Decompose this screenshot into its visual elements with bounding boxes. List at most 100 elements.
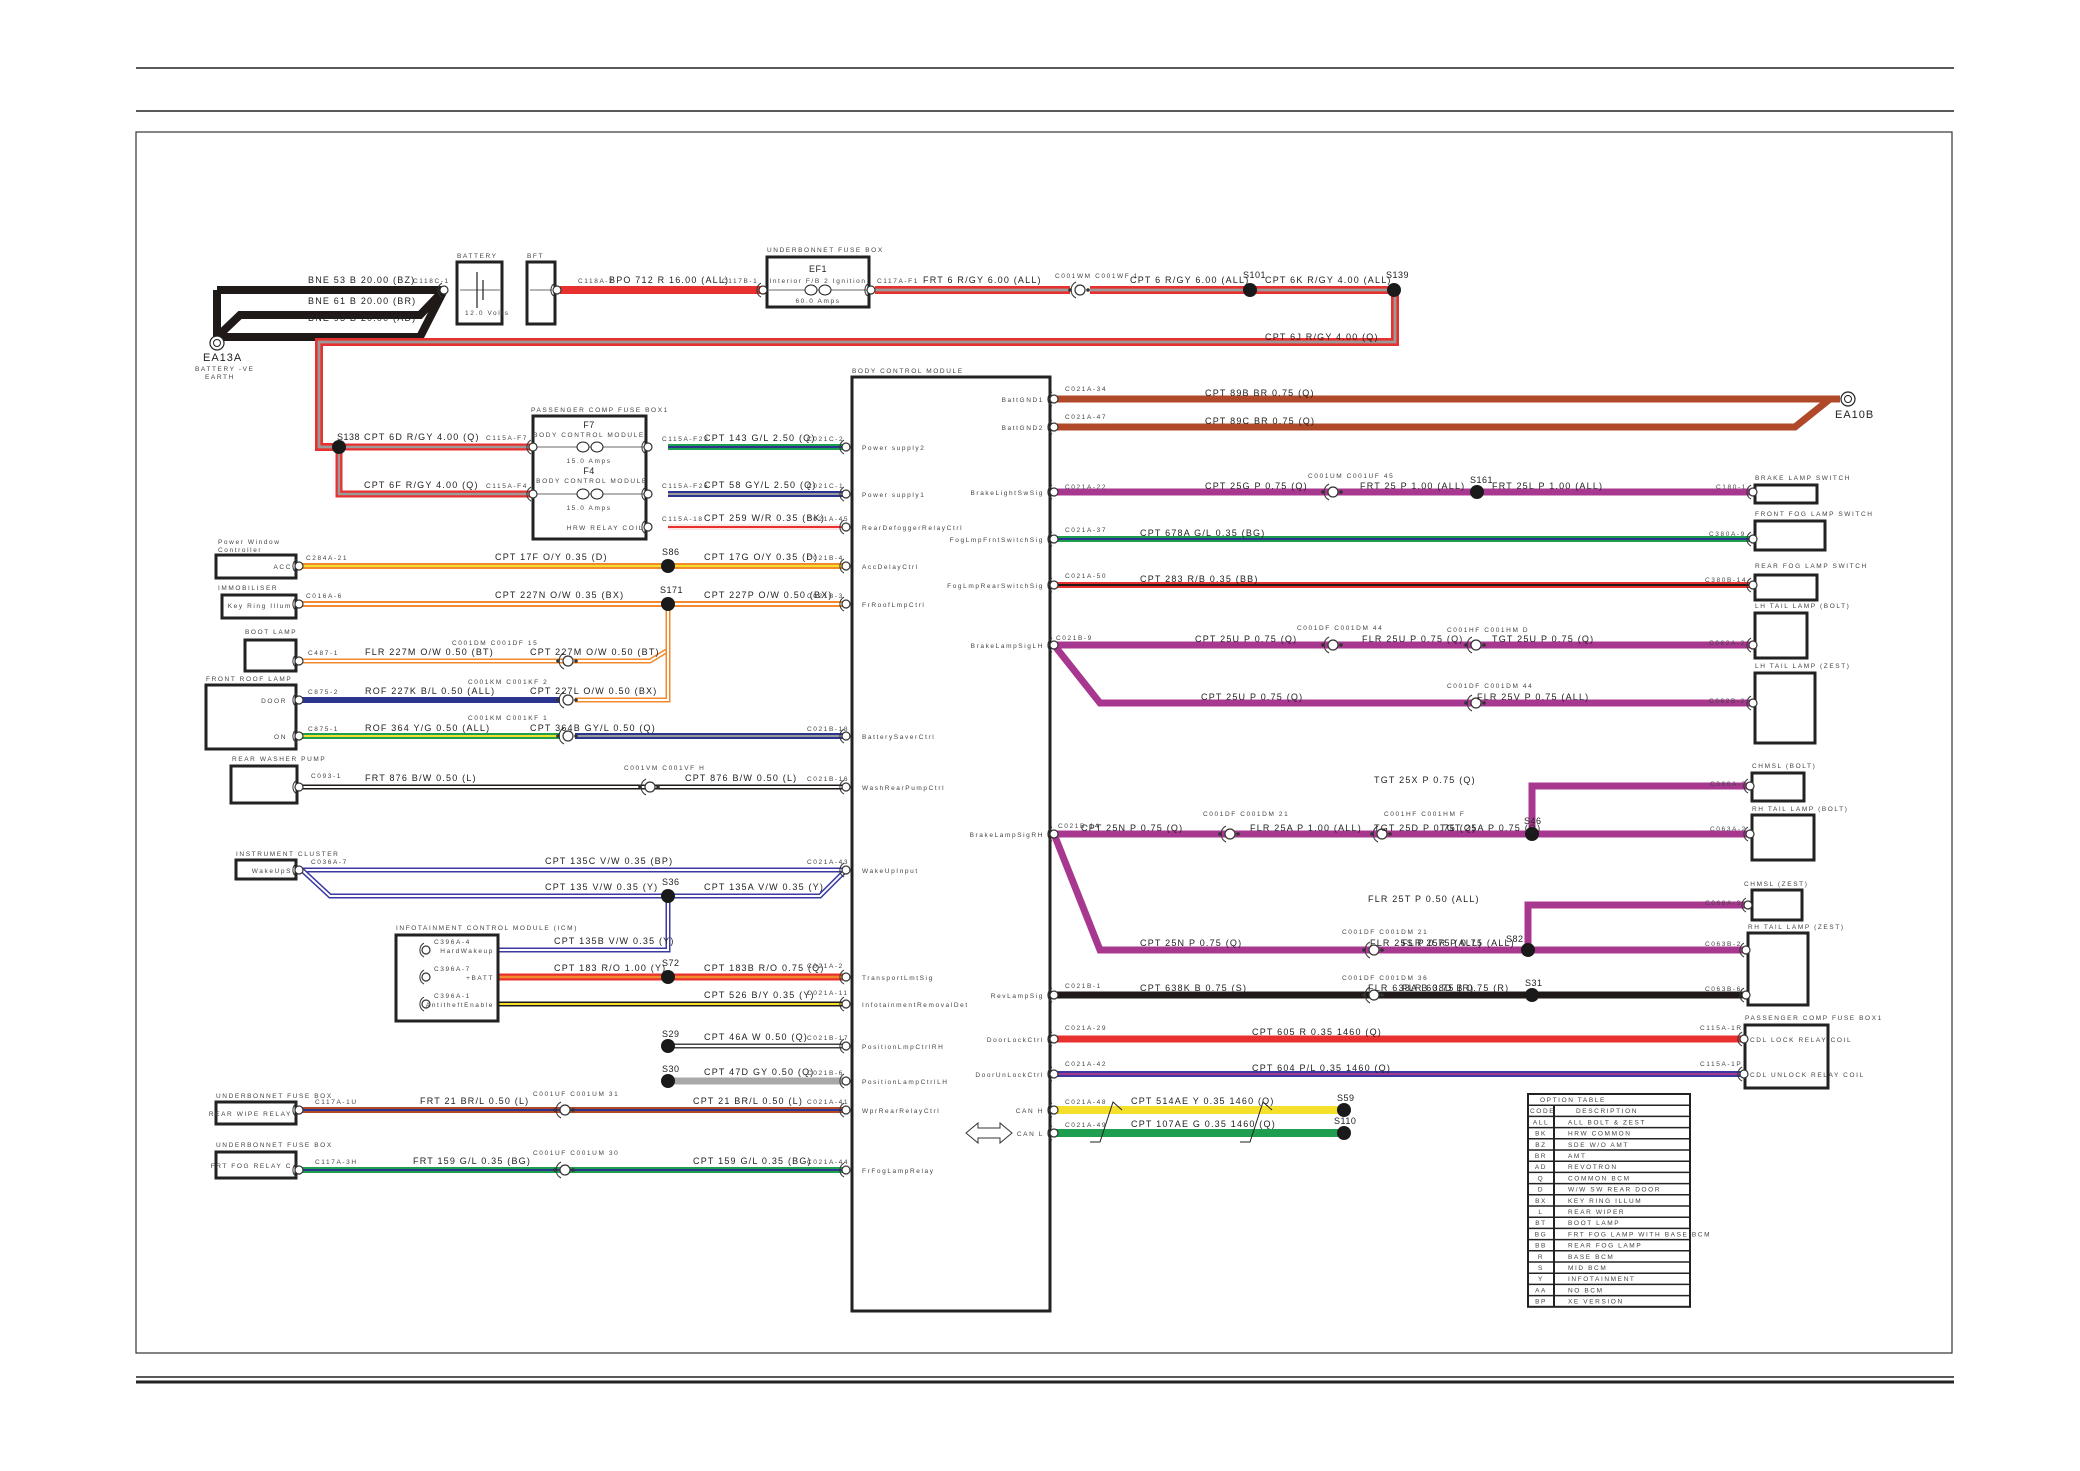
pin-label: AntitheftEnable xyxy=(426,1002,494,1009)
connector-pin xyxy=(839,862,851,878)
connector-label: C115A-F29 xyxy=(662,436,709,443)
connector-pin xyxy=(526,439,538,455)
connector-label: C396A-7 xyxy=(434,966,471,973)
connector-label: C063B-6 xyxy=(1705,986,1742,993)
body-control-module[interactable] xyxy=(850,375,1052,1313)
wire-label-cpt6f: CPT 6F R/GY 4.00 (Q) xyxy=(364,480,479,490)
connector-label: C021B-9 xyxy=(1056,635,1093,642)
wire-135 xyxy=(300,868,848,899)
bcm-pin-wprrearrelayctrl: WprRearRelayCtrl xyxy=(862,1108,940,1115)
rear-washer-pump-box[interactable] xyxy=(229,764,299,805)
connector-label: C180-1 xyxy=(1716,484,1747,491)
underbonnet-fuse-box-ef1[interactable] xyxy=(765,255,871,309)
connector-pin xyxy=(1746,695,1758,711)
wire-bne93b xyxy=(217,288,448,341)
option-table-code: BX xyxy=(1535,1198,1547,1205)
wire-label-flr638a: FLR 638A B 0.75 (R) xyxy=(1368,983,1474,993)
wire-label-cpt227m: CPT 227M O/W 0.50 (BT) xyxy=(530,647,660,657)
connector-label: C118A-2 xyxy=(578,278,614,285)
connector-pin xyxy=(641,439,653,455)
rh-tail-lamp-zest-label: RH TAIL LAMP (ZEST) xyxy=(1748,924,1845,931)
splice-label: S110 xyxy=(1334,1116,1356,1126)
pin-label: REAR WIPE RELAY xyxy=(209,1111,292,1118)
inline-connector xyxy=(1321,636,1343,654)
wire-25u2 xyxy=(1051,642,1750,707)
lh-tail-lamp-bolt-box[interactable] xyxy=(1753,611,1809,660)
wire-label-cpt135a: CPT 135A V/W 0.35 (Y) xyxy=(704,882,824,892)
inline-connector xyxy=(553,1161,575,1179)
bcm-pin-battgnd2: BattGND2 xyxy=(1002,425,1044,432)
wire-label-bpo712: BPO 712 R 16.00 (ALL) xyxy=(609,275,729,285)
connector-pin xyxy=(1047,826,1059,842)
chmsl-bolt-label: CHMSL (BOLT) xyxy=(1752,763,1816,770)
components-layer xyxy=(204,255,1856,1313)
connector-label: C001DF C001DM 21 xyxy=(1342,929,1428,936)
passenger-comp-fuse-box-1[interactable] xyxy=(531,414,648,541)
bcm-pin-positionlmpctrlrh: PositionLmpCtrlRH xyxy=(862,1044,944,1051)
connector-pin xyxy=(1047,484,1059,500)
splice-label: S31 xyxy=(1525,978,1543,988)
brake-lamp-switch-box[interactable] xyxy=(1753,483,1819,505)
connector-pin xyxy=(1047,391,1059,407)
bcm-pin-foglmprearswitchsig: FogLmpRearSwitchSig xyxy=(947,583,1044,590)
inline-connector xyxy=(1321,483,1343,501)
connector-pin xyxy=(839,969,851,985)
splice-s171 xyxy=(661,597,675,611)
connector-label: C036A-7 xyxy=(311,859,348,866)
rear-fog-lamp-switch-box[interactable] xyxy=(1753,573,1819,602)
option-table-code: D xyxy=(1538,1187,1544,1194)
connector-label: C284A-21 xyxy=(306,555,348,562)
connector-label: C001DM C001DF 15 xyxy=(452,640,538,647)
rh-tail-lamp-bolt-label: RH TAIL LAMP (BOLT) xyxy=(1752,806,1849,813)
brake-lamp-switch-label: BRAKE LAMP SWITCH xyxy=(1755,475,1851,482)
passenger-comp-fuse-box-2[interactable] xyxy=(1743,1023,1830,1090)
wire-89c xyxy=(1054,396,1833,431)
pin-label: WakeUpS xyxy=(252,868,292,875)
wire-label-cpt25n: CPT 25N P 0.75 (Q) xyxy=(1081,823,1183,833)
connector-pin xyxy=(839,1102,851,1118)
connector-label: C021B-17 xyxy=(807,1035,849,1042)
wire-25t xyxy=(1524,901,1750,950)
ubfb-frt-fog-box[interactable] xyxy=(214,1150,298,1180)
option-table-desc: NO BCM xyxy=(1568,1287,1604,1294)
option-table-code: BP xyxy=(1535,1299,1547,1306)
inline-connector xyxy=(1362,941,1384,959)
lh-tail-lamp-zest-box[interactable] xyxy=(1753,671,1817,745)
wire-label-cpt604: CPT 604 P/L 0.35 1460 (Q) xyxy=(1252,1063,1391,1073)
rh-tail-lamp-bolt-box[interactable] xyxy=(1750,813,1816,862)
wire-label-cpt227p: CPT 227P O/W 0.50 (BX) xyxy=(704,590,833,600)
wire-label-cpt17g: CPT 17G O/Y 0.35 (D) xyxy=(704,552,818,562)
bcm-pin-frfoglamprelay: FrFogLampRelay xyxy=(862,1168,935,1175)
icm-box[interactable] xyxy=(394,933,500,1023)
fuse-ef1-desc: Interior F/B 2 Ignition xyxy=(769,278,866,285)
fuse-box-label: UNDERBONNET FUSE BOX xyxy=(767,247,884,254)
connector-label: C396A-1 xyxy=(434,993,471,1000)
fuse-f7-desc: BODY CONTROL MODULE xyxy=(533,432,645,439)
battery-box[interactable] xyxy=(455,260,504,326)
connector-label: C063A-2 xyxy=(1710,826,1747,833)
bcm-pin-infotainmentremovaldet: InfotainmentRemovalDet xyxy=(862,1002,969,1009)
connector-label: C001VM C001VF H xyxy=(624,765,705,772)
fuse-f7-rating: 15.0 Amps xyxy=(566,458,611,465)
connector-label: C001WM C001WF 1 xyxy=(1055,273,1139,280)
bft-box[interactable] xyxy=(525,260,557,326)
bcm-pin-brakelightswsig: BrakeLightSwSig xyxy=(971,490,1045,497)
boot-lamp-box[interactable] xyxy=(243,638,298,673)
pin-label: HardWakeup xyxy=(440,948,494,955)
connector-pin xyxy=(839,439,851,455)
rh-tail-lamp-zest-box[interactable] xyxy=(1746,931,1810,1007)
option-table xyxy=(1527,1093,1691,1308)
fuse-icon xyxy=(576,441,590,453)
front-fog-lamp-switch-box[interactable] xyxy=(1753,519,1827,552)
chmsl-bolt-box[interactable] xyxy=(1750,771,1806,803)
connector-pin xyxy=(1047,1066,1059,1082)
connector-label: C021A-22 xyxy=(1065,484,1107,491)
chmsl-zest-box[interactable] xyxy=(1750,888,1804,922)
wire-label-tgt25x: TGT 25X P 0.75 (Q) xyxy=(1374,775,1476,785)
ground-icon-ea13a-inner xyxy=(213,339,221,347)
inline-connector xyxy=(1370,825,1392,843)
front-roof-lamp-box[interactable] xyxy=(204,683,298,751)
wire-label-frt159: FRT 159 G/L 0.35 (BG) xyxy=(413,1156,531,1166)
option-table-desc: REVOTRON xyxy=(1568,1164,1618,1171)
connector-pin xyxy=(1739,987,1751,1003)
